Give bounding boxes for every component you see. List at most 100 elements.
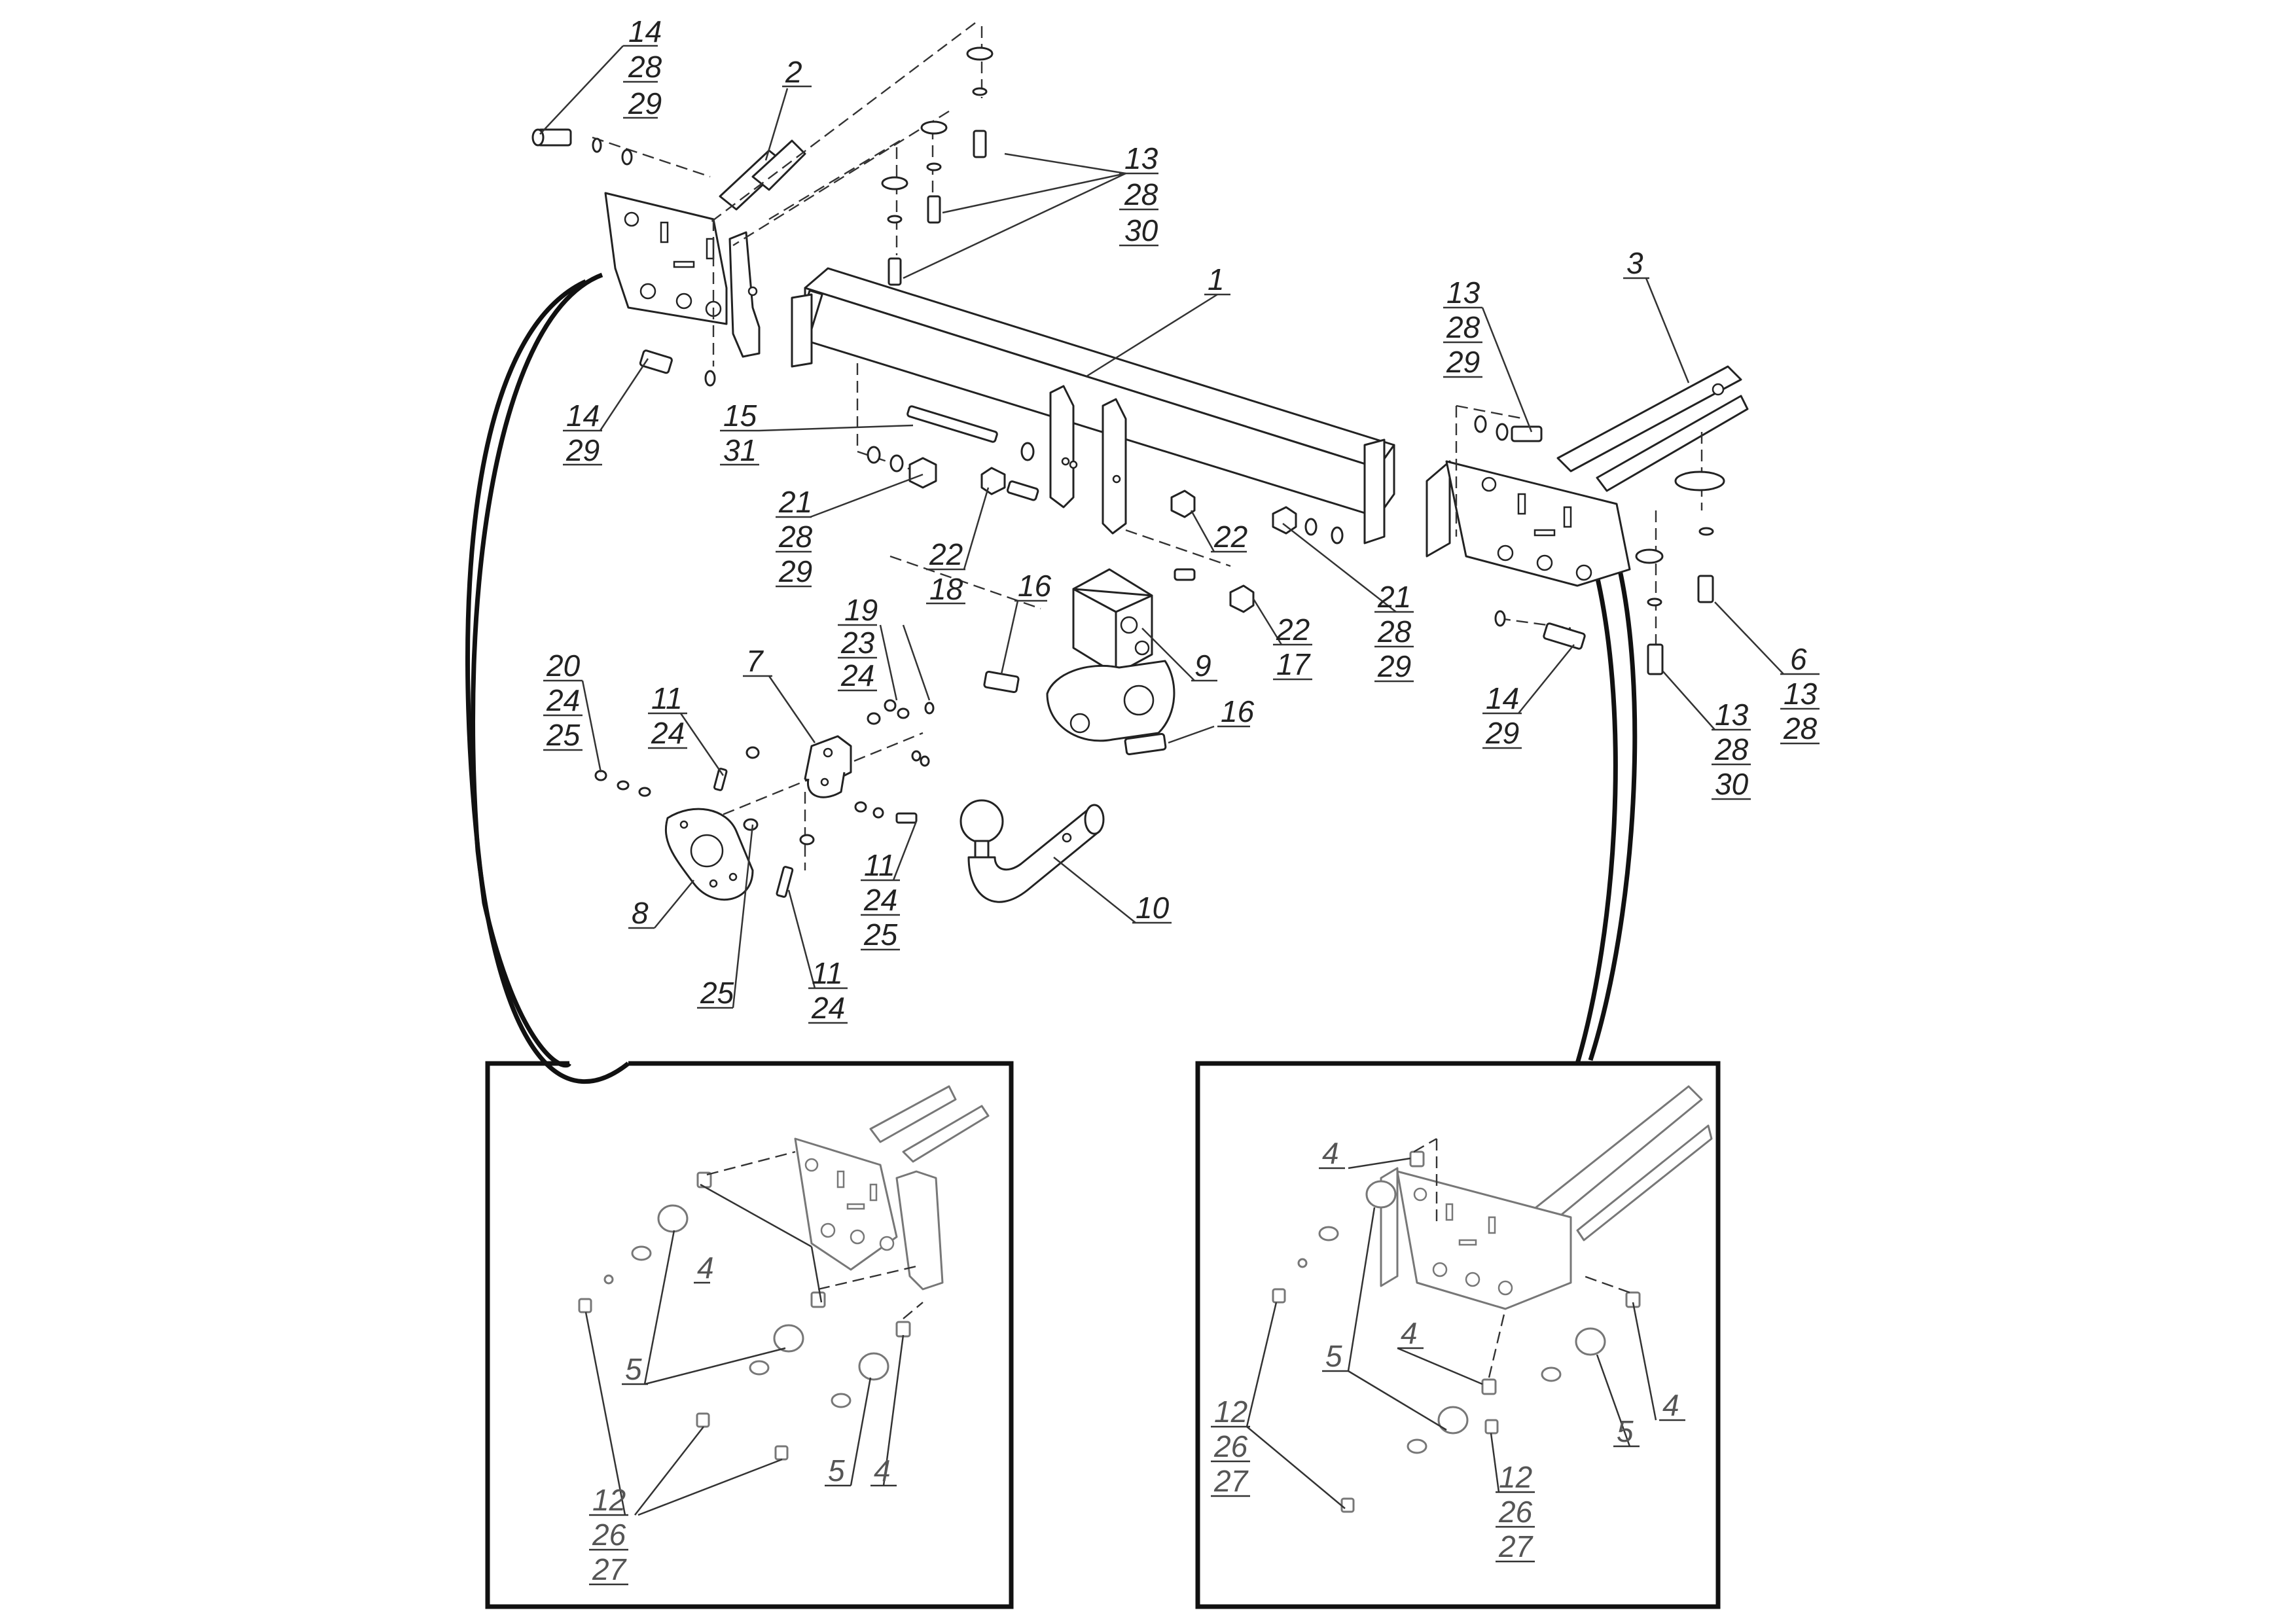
callout-label: 13 [1124,141,1158,175]
callout-label: 27 [592,1552,627,1586]
callout-label: 25 [700,976,734,1010]
callout-label: 12 [1499,1460,1532,1494]
callout-label: 14 [628,14,662,48]
callout-21-28-29-left: 21 28 29 [776,473,924,588]
callout-label: 19 [844,593,878,627]
callout-8: 8 [628,880,694,930]
callout-15-31: 15 31 [720,399,914,467]
detail-left-parts [578,1085,990,1461]
callout-label: 25 [863,918,898,952]
callout-13-28-30-right: 13 28 30 [1662,670,1751,801]
callout-label: 6 [1790,642,1807,676]
callout-22-18: 22 18 [926,487,990,606]
callout-13-28-30-top: 13 28 30 [903,141,1158,279]
callout-3: 3 [1623,246,1690,383]
callout-label: 29 [628,86,662,120]
callout-label: 5 [1325,1339,1342,1373]
callout-label: 16 [1221,694,1255,728]
detail-connector-curves [465,272,1638,1084]
callout-6-13-28: 6 13 28 [1714,601,1820,745]
callout-20-24-25: 20 24 25 [543,649,602,773]
callout-label: 30 [1715,767,1749,801]
callout-label: 14 [1486,681,1519,715]
callout-label: 13 [1715,698,1749,732]
callout-label: 28 [1783,711,1818,745]
callout-label: 2 [785,55,802,89]
callout-25: 25 [697,824,754,1010]
right-bracket [1426,365,1749,587]
callout-label: 17 [1276,647,1311,681]
callout-label: 12 [592,1483,626,1517]
callout-label: 4 [1322,1136,1339,1170]
callout-14-28-29-top: 14 28 29 [539,14,662,135]
callout-label: 24 [863,883,897,917]
callout-label: 4 [874,1454,891,1488]
callout-label: 13 [1784,677,1818,711]
callout-label: 5 [625,1352,642,1386]
callout-label: 9 [1194,649,1211,683]
callout-22-mid: 22 [1190,510,1247,554]
callout-label: 28 [1124,177,1158,211]
callout-13-28-29-right: 13 28 29 [1443,276,1533,433]
callout-label: 26 [1213,1429,1248,1463]
callout-label: 5 [1617,1414,1634,1448]
small-fasteners [594,699,935,898]
callout-label: 29 [1485,716,1519,750]
callout-label: 11 [812,956,843,990]
callout-label: 4 [697,1251,714,1285]
callout-label: 21 [778,485,812,519]
callout-14-29-right: 14 29 [1482,644,1575,750]
socket-bracket [804,735,852,798]
callout-2: 2 [764,55,812,161]
callout-label: 12 [1214,1395,1247,1429]
callout-label: 24 [546,683,580,717]
callout-label: 29 [1446,345,1480,379]
callout-label: 28 [1446,310,1480,344]
callout-label: 26 [592,1518,626,1552]
detail-left-callouts: 4 5 5 4 12 26 27 [584,1183,905,1586]
callout-label: 29 [1377,649,1411,683]
detail-right-callouts: 4 5 4 5 4 12 26 27 12 26 27 [1211,1136,1685,1563]
callout-label: 26 [1498,1495,1533,1529]
callout-11-24-top: 11 24 [648,681,725,776]
callout-19-23-24: 19 23 24 [838,593,931,701]
detail-frame-right [1195,1061,1721,1609]
callout-label: 21 [1377,580,1411,614]
callout-label: 10 [1136,891,1170,925]
callout-label: 28 [1377,615,1412,649]
callout-7: 7 [743,644,816,743]
detail-right-parts [1272,1085,1713,1513]
callout-label: 7 [746,644,764,678]
callout-label: 20 [546,649,581,683]
callout-label: 4 [1662,1388,1679,1422]
callout-21-28-29-right: 21 28 29 [1282,523,1414,683]
tow-ball [960,799,1105,903]
callout-label: 28 [628,50,662,84]
callout-label: 14 [566,399,600,433]
hitch-holder [983,568,1175,756]
callout-label: 18 [929,572,963,606]
callout-label: 3 [1626,246,1643,280]
callout-label: 24 [840,658,874,692]
callout-label: 15 [723,399,757,433]
socket-plate [664,808,754,901]
callout-label: 24 [651,716,685,750]
detail-frame-left [485,1061,1014,1609]
callout-14-29-left: 14 29 [563,358,649,467]
callout-label: 27 [1213,1464,1249,1498]
callout-label: 27 [1498,1529,1534,1563]
callout-label: 29 [778,554,812,588]
callout-label: 25 [546,718,581,752]
callout-9: 9 [1141,628,1217,683]
callout-label: 24 [811,991,845,1025]
callout-label: 29 [565,433,600,467]
callout-22-17: 22 17 [1252,598,1312,681]
callout-label: 1 [1208,262,1225,296]
callout-label: 4 [1401,1316,1418,1350]
callout-label: 22 [1213,520,1247,554]
callout-label: 5 [828,1454,845,1488]
callout-11-24-25: 11 24 25 [861,821,918,952]
callout-label: 8 [632,896,649,930]
callout-label: 28 [1714,732,1749,766]
callout-label: 22 [1276,613,1310,647]
